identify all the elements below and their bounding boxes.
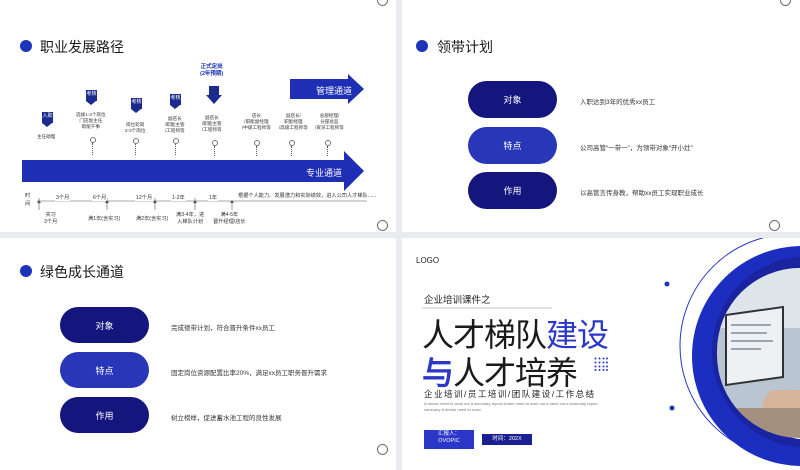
row-description: 公司高管“一带一”，为领带对象“开小灶” (580, 145, 693, 152)
management-channel-arrow (290, 74, 364, 104)
slide-select-circle[interactable] (769, 220, 780, 231)
row-description: 树立榜样，促进蓄水池工程的良性发展 (171, 415, 282, 422)
timeline-summary: 根据个人能力、发展潜力和实际绩效，进入公司人才梯队...... (237, 192, 378, 199)
formal-appointment-label: 正式定岗 (2年预期) (200, 64, 224, 78)
timeline-axis-label: 时间 (25, 193, 31, 207)
assessment-badge: 考核 (131, 98, 142, 112)
presenter-label: 汇报人： (437, 431, 460, 437)
milestone-dot (325, 140, 331, 146)
timeline-mark: 3个月 (55, 194, 71, 201)
bottom-note: 满4-5年 晋升经理/店长 (213, 212, 246, 226)
timeline-mark: 1-2年 (171, 194, 186, 201)
step-text: 岗位轮岗 2-3个岗位 (125, 122, 146, 134)
step-text: 总部经理/ 分部总监 /资深工程师等 (315, 113, 344, 131)
cover-title-line2: 与人才培养 (422, 348, 578, 394)
timeline-mark: 1年 (208, 194, 219, 201)
bottom-note: 满3-4年，进 入梯队计划 (176, 212, 205, 226)
cover-tagline: 企业培训/员工培训/团队建设/工作总结 (424, 389, 596, 399)
bottom-note: 满2年(含实习) (136, 216, 169, 222)
milestone-dot (254, 140, 260, 146)
row-description: 固定岗位资源配置比率20%，满足xx员工职务晋升需求 (171, 370, 328, 377)
presenter-box: 汇报人： OVOPIC (424, 430, 474, 449)
professional-channel-label: 专业通道 (306, 168, 343, 178)
cover-small-text: A dream need to work out a summary repor… (424, 401, 598, 406)
title-black-part: 人才培养 (453, 355, 578, 391)
row-description: 以高管言传身教，帮助xx员工实现职业成长 (580, 190, 704, 197)
title-bullet-icon (416, 40, 428, 52)
title-blue-part: 建设 (546, 317, 609, 353)
step-text: 副店长 /职能主管 /工程师等 (165, 116, 185, 134)
title-bullet-icon (20, 265, 32, 277)
professional-channel-arrow (22, 151, 364, 191)
dot-grid-icon (594, 357, 608, 371)
up-arrow-icon (37, 200, 41, 210)
up-arrow-icon (230, 200, 234, 210)
laptop-screen (725, 305, 784, 387)
label-pill-target: 对象 (60, 307, 149, 343)
slide-select-circle[interactable] (377, 0, 388, 6)
step-text: 副店长 /职能主管 /工程师等 (202, 115, 222, 133)
label-pill-effect: 作用 (468, 172, 557, 209)
presenter-name: OVOPIC (438, 437, 460, 444)
assessment-badge: 考核 (170, 94, 181, 108)
bottom-note: 实习 3个月 (44, 212, 58, 226)
logo: LOGO (416, 256, 440, 265)
row-description: 入职达到3年的优秀xx员工 (580, 99, 656, 106)
time-box: 时间：202X (482, 434, 532, 445)
milestone-dot (212, 140, 218, 146)
milestone-dot (289, 140, 295, 146)
milestone-dot (173, 138, 179, 144)
timeline-mark: 12个月 (135, 194, 154, 201)
slide-select-circle[interactable] (780, 0, 791, 6)
milestone-dot (133, 138, 139, 144)
title-black-part: 人才梯队 (422, 317, 547, 353)
slide-cover[interactable]: LOGO 企业培训课件之 人才梯队建设 与人才培养 企业培训/员工培训/团队建设… (402, 238, 800, 470)
up-arrow-icon (153, 200, 157, 210)
slide-title: 绿色成长通道 (40, 264, 124, 280)
slide-title: 领带计划 (437, 39, 493, 55)
office-photo (717, 268, 800, 438)
label-pill-target: 对象 (468, 81, 557, 118)
cover-title-line1: 人才梯队建设 (422, 310, 609, 356)
row-description: 完成德带计划，符合晋升条件xx员工 (171, 325, 275, 332)
subtitle-underline (422, 307, 552, 309)
slide-title: 职业发展路径 (40, 39, 124, 55)
slide-select-circle[interactable] (377, 220, 388, 231)
label-pill-effect: 作用 (60, 397, 149, 433)
milestone-dot (90, 137, 96, 143)
management-channel-label: 管理通道 (316, 86, 353, 96)
onboard-badge: 入职 (42, 112, 53, 126)
title-blue-part: 与 (422, 355, 454, 391)
assessment-badge: 考核 (86, 90, 97, 104)
timeline-mark: 6个月 (92, 194, 108, 201)
step-text: 主任助理 (37, 134, 56, 139)
down-arrow-icon (206, 86, 222, 104)
label-pill-feature: 特点 (468, 127, 557, 164)
label-pill-feature: 特点 (60, 352, 149, 388)
bottom-note: 满1年(含实习) (88, 216, 121, 222)
slide-select-circle[interactable] (377, 444, 388, 455)
title-bullet-icon (20, 40, 32, 52)
cover-subtitle: 企业培训课件之 (424, 295, 491, 306)
up-arrow-icon (105, 200, 109, 210)
step-text: 副店长/ 职能经理 /高级工程师等 (279, 113, 308, 131)
up-arrow-icon (193, 200, 197, 210)
slide-career-path[interactable]: 职业发展路径 管理通道 专业通道 正式定岗 (2年预期) 入职 考核 考核 考核… (0, 0, 396, 232)
step-text: 店长 /职能副经理 /中级工程师等 (242, 113, 271, 131)
slide-mentor-plan[interactable]: 领带计划 对象 入职达到3年的优秀xx员工 特点 公司高管“一带一”，为领带对象… (402, 0, 800, 232)
step-text: 选拔1-3个岗位 门店副主任 职能干事 (76, 112, 106, 130)
cover-small-text: summary A dream need to word. (424, 407, 482, 412)
slide-green-channel[interactable]: 绿色成长通道 对象 完成德带计划，符合晋升条件xx员工 特点 固定岗位资源配置比… (0, 238, 396, 470)
